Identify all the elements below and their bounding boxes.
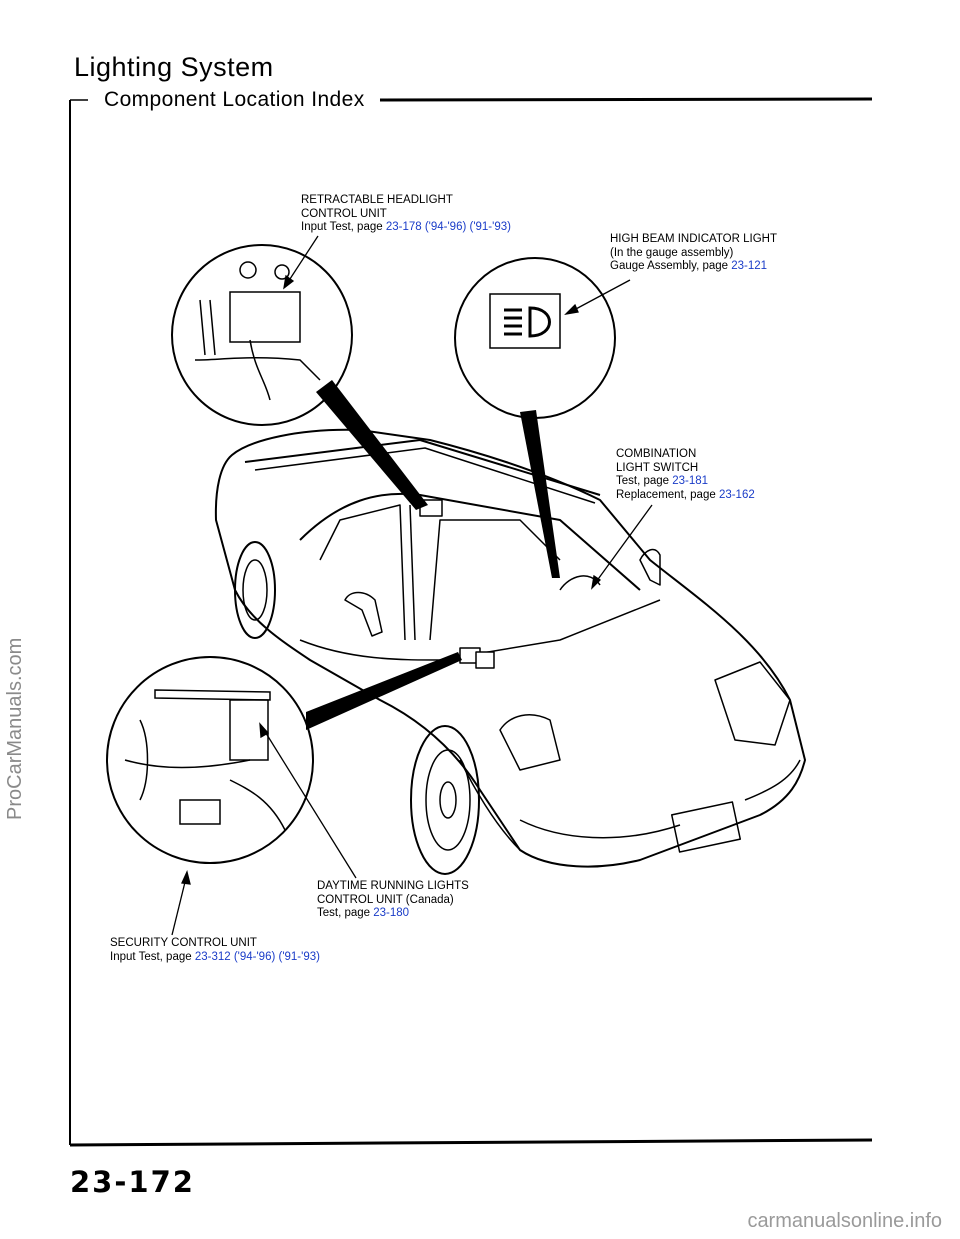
callout-line: LIGHT SWITCH (616, 461, 699, 474)
pointer-wedges (306, 380, 560, 730)
page-link-23-180[interactable]: 23-180 (373, 907, 410, 919)
page-number: 23-172 (70, 1165, 195, 1199)
page-link-23-121[interactable]: 23-121 (731, 260, 768, 272)
car-outline (214, 428, 806, 875)
callout-line: Test, page (616, 475, 673, 487)
high-beam-indicator-inset (454, 257, 616, 419)
callout-line: CONTROL UNIT (Canada) (317, 893, 454, 906)
page-link-23-312[interactable]: 23-312 ('94-'96) ('91-'93) (194, 950, 320, 963)
callout-combination-light-switch: COMBINATION LIGHT SWITCH Test, page 23-1… (616, 448, 755, 502)
callout-line: Input Test, page (110, 950, 195, 963)
page-title: Lighting System (74, 52, 274, 82)
callout-line: Gauge Assembly, page (610, 260, 732, 272)
callout-line: HIGH BEAM INDICATOR LIGHT (610, 233, 777, 245)
callout-line: Input Test, page (301, 221, 386, 233)
callout-retractable-headlight-control-unit: RETRACTABLE HEADLIGHT CONTROL UNIT Input… (301, 194, 511, 235)
page-frame (69, 97, 873, 1147)
callout-line: Test, page (317, 907, 374, 919)
security-unit-inset (106, 656, 314, 864)
page-link-23-178[interactable]: 23-178 ('94-'96) ('91-'93) (385, 221, 511, 233)
page-link-23-162[interactable]: 23-162 (718, 488, 755, 501)
side-watermark: ProCarManuals.com (4, 637, 26, 820)
callout-line: RETRACTABLE HEADLIGHT (301, 194, 453, 206)
callout-security-control-unit: SECURITY CONTROL UNIT Input Test, page 2… (110, 937, 320, 964)
leader-lines (171, 235, 653, 936)
footer-site-watermark: carmanualsonline.info (747, 1210, 942, 1232)
section-subtitle: Component Location Index (104, 88, 365, 111)
retractable-unit-inset (171, 244, 353, 426)
page-link-23-181[interactable]: 23-181 (672, 475, 709, 487)
callout-line: COMBINATION (616, 448, 697, 460)
callout-line: DAYTIME RUNNING LIGHTS (317, 880, 469, 892)
callout-line: CONTROL UNIT (301, 207, 387, 220)
callout-daytime-running-lights-control-unit: DAYTIME RUNNING LIGHTS CONTROL UNIT (Can… (317, 880, 469, 921)
callout-line: Replacement, page (616, 488, 719, 501)
callout-high-beam-indicator-light: HIGH BEAM INDICATOR LIGHT (In the gauge … (610, 233, 777, 274)
callout-line: (In the gauge assembly) (610, 246, 734, 259)
callout-line: SECURITY CONTROL UNIT (110, 937, 257, 949)
